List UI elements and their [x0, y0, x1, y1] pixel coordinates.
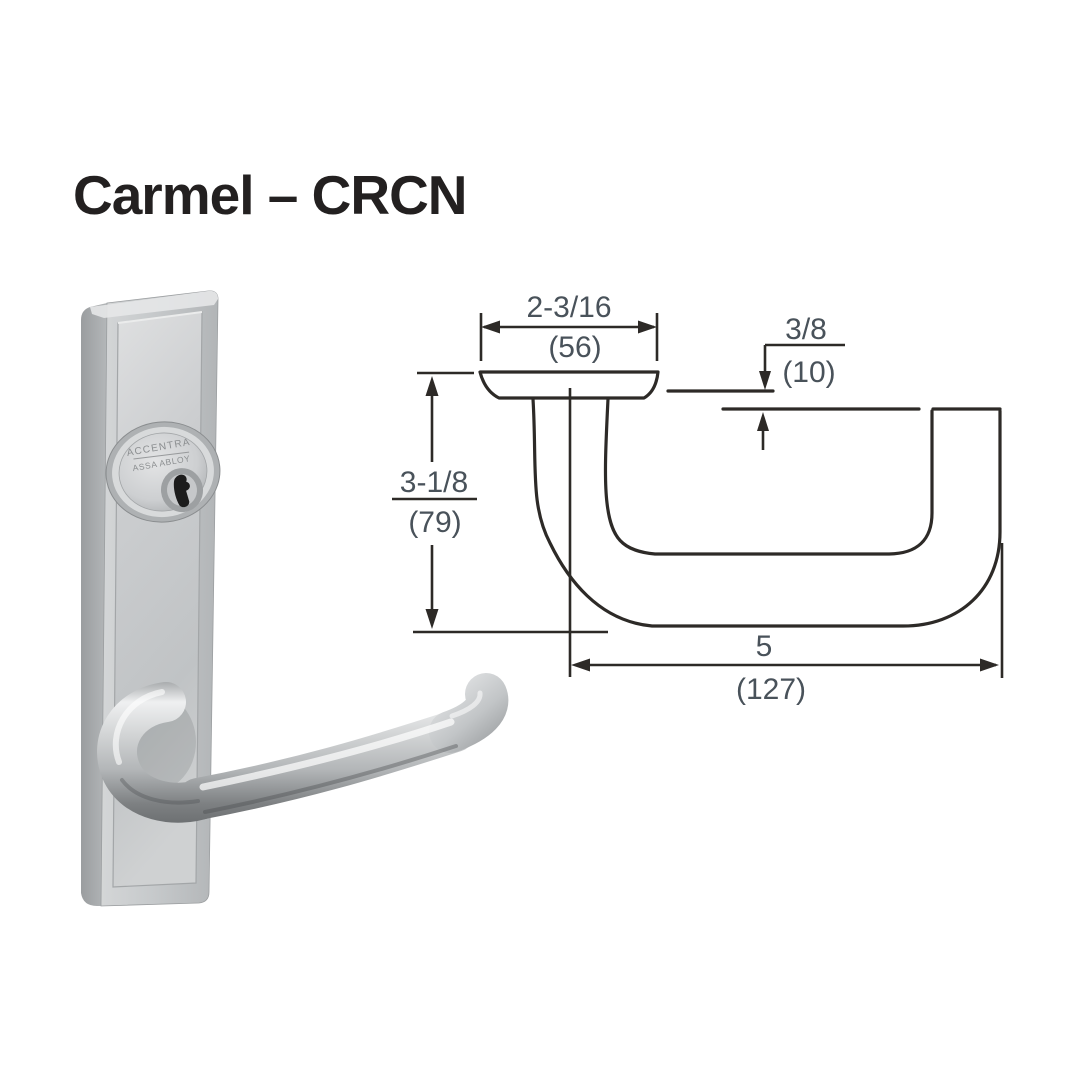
dim-projection-mm: (79) — [408, 506, 461, 539]
keyway — [160, 468, 204, 513]
lever-end — [429, 673, 509, 753]
outer-profile — [531, 397, 1002, 628]
dimension-drawing: 2-3/16 (56) 3/8 (10) 3-1 — [392, 291, 1004, 706]
dim-offset-mm: (10) — [782, 356, 835, 389]
lever-grip — [177, 710, 476, 820]
page-title: Carmel – CRCN — [73, 164, 468, 226]
dim-length — [571, 543, 1004, 678]
lever-outline — [478, 370, 1002, 628]
inner-profile — [603, 397, 934, 556]
dim-offset-inches: 3/8 — [785, 313, 827, 346]
plate-panel-highlight — [117, 311, 203, 324]
lever-photo — [97, 673, 509, 823]
dim-projection-inches: 3-1/8 — [400, 466, 468, 499]
rose-outline — [478, 370, 660, 400]
dim-projection — [392, 371, 608, 634]
cylinder: ACCENTRA ASSA ABLOY — [105, 421, 221, 523]
dim-rose-width — [479, 313, 659, 361]
lever-neck — [97, 682, 226, 823]
dim-length-mm: (127) — [736, 673, 806, 706]
plate-top-bevel — [90, 290, 218, 318]
dim-offset — [757, 343, 845, 450]
dim-rose-width-mm: (56) — [548, 331, 601, 364]
product-photo: ACCENTRA ASSA ABLOY — [81, 290, 509, 907]
dim-rose-width-inches: 2-3/16 — [526, 291, 611, 324]
dim-length-inches: 5 — [756, 630, 773, 663]
